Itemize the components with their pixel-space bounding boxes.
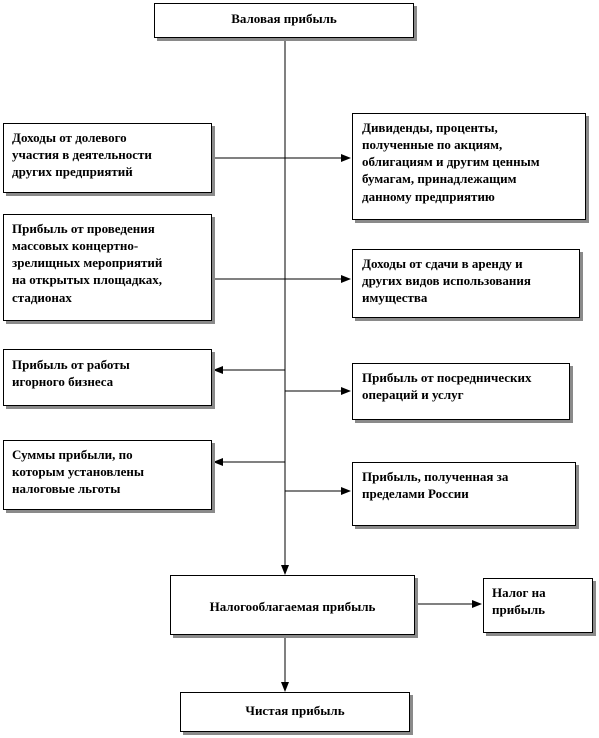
net-profit-label: Чистая прибыль: [245, 703, 345, 718]
taxable-profit-box: [170, 575, 415, 635]
net-profit-box: [180, 692, 410, 732]
right-label-intermediary: Прибыль от посреднических операций и усл…: [362, 370, 532, 403]
taxable-profit-label: Налогооблагаемая прибыль: [209, 599, 376, 614]
left-label-events-profit: Прибыль от проведения массовых концертно…: [12, 221, 163, 305]
left-label-equity-income: Доходы от долевого участия в деятельност…: [12, 130, 152, 180]
left-box-equity-income: [3, 123, 212, 193]
right-box-rental-income: [352, 249, 580, 318]
right-label-abroad-profit: Прибыль, полученная за пределами России: [362, 469, 509, 502]
left-box-events-profit: [3, 214, 212, 321]
profit-tax-box: [483, 578, 593, 633]
gross-profit-box: [154, 3, 414, 38]
right-label-dividends: Дивиденды, проценты, полученные по акция…: [362, 120, 540, 204]
left-box-tax-benefits: [3, 440, 212, 510]
right-label-rental-income: Доходы от сдачи в аренду и других видов …: [362, 256, 531, 306]
left-label-tax-benefits: Суммы прибыли, по которым установлены на…: [12, 447, 144, 497]
right-box-abroad-profit: [352, 462, 576, 526]
right-box-intermediary: [352, 363, 570, 420]
left-box-gambling-profit: [3, 349, 212, 406]
profit-tax-label: Налог на прибыль: [492, 585, 546, 618]
right-box-dividends: [352, 113, 586, 220]
gross-profit-label: Валовая прибыль: [231, 11, 337, 26]
left-label-gambling-profit: Прибыль от работы игорного бизнеса: [12, 357, 130, 390]
